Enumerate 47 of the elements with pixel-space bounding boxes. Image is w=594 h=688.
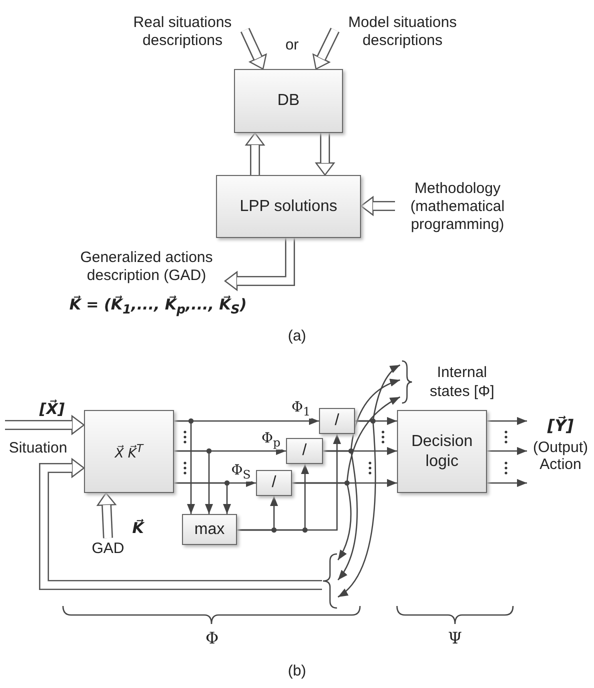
arrow — [487, 447, 527, 455]
text-label: Real situations descriptions — [120, 8, 245, 56]
arrow — [292, 482, 352, 560]
process-box — [286, 438, 323, 464]
process-box — [84, 410, 174, 493]
box-label: / — [272, 473, 276, 493]
process-box — [397, 410, 487, 493]
box-label: DB — [277, 91, 300, 111]
edge-label: Φ$_{S}$ — [230, 462, 252, 482]
text-label: or — [285, 36, 299, 54]
text-label: Action — [540, 456, 582, 474]
process-box — [256, 470, 292, 496]
box-label: X⃗ K⃗$^{T}$ — [114, 442, 144, 462]
box-label: / — [334, 411, 340, 431]
text-label: Situation — [8, 440, 68, 456]
box-label: / — [302, 441, 307, 461]
math-label: K⃗ — [132, 519, 144, 537]
math-label: Φ — [205, 628, 219, 648]
arrow — [487, 479, 527, 487]
process-box — [182, 514, 237, 545]
box-label: max — [194, 520, 225, 540]
text-label: Methodology (mathematical programming) — [395, 172, 520, 242]
arrow — [323, 450, 358, 580]
arrow — [237, 434, 341, 531]
edge-label: Φ$_{1}$ — [290, 400, 312, 418]
text-label: Internal states [Φ] — [428, 362, 496, 402]
math-label: Ψ — [448, 628, 462, 648]
text-label: Model situations descriptions — [335, 8, 470, 56]
text-label: GAD — [86, 538, 130, 560]
process-box — [216, 175, 361, 238]
box-label: Decision logic — [410, 432, 474, 471]
math-label: [X⃗] — [39, 400, 65, 418]
panel-label: (a) — [288, 328, 306, 344]
arrow — [487, 417, 527, 425]
math-label: [Y⃗] — [547, 416, 574, 435]
arrow — [338, 420, 376, 598]
formula-label: K⃗ = (K⃗$_{1}$,..., K⃗$_{p}$,..., K⃗$_{S}$) — [69, 296, 247, 316]
text-label: Generalized actions description (GAD) — [68, 243, 225, 291]
process-box — [319, 408, 355, 434]
arrow — [174, 450, 213, 514]
arrow — [174, 420, 195, 514]
text-label: (Output) — [532, 438, 588, 456]
box-label: LPP solutions — [240, 196, 338, 216]
arrow — [174, 482, 231, 514]
process-box — [234, 69, 343, 133]
edge-label: Φ$_{p}$ — [260, 430, 282, 450]
panel-label: (b) — [288, 662, 306, 680]
